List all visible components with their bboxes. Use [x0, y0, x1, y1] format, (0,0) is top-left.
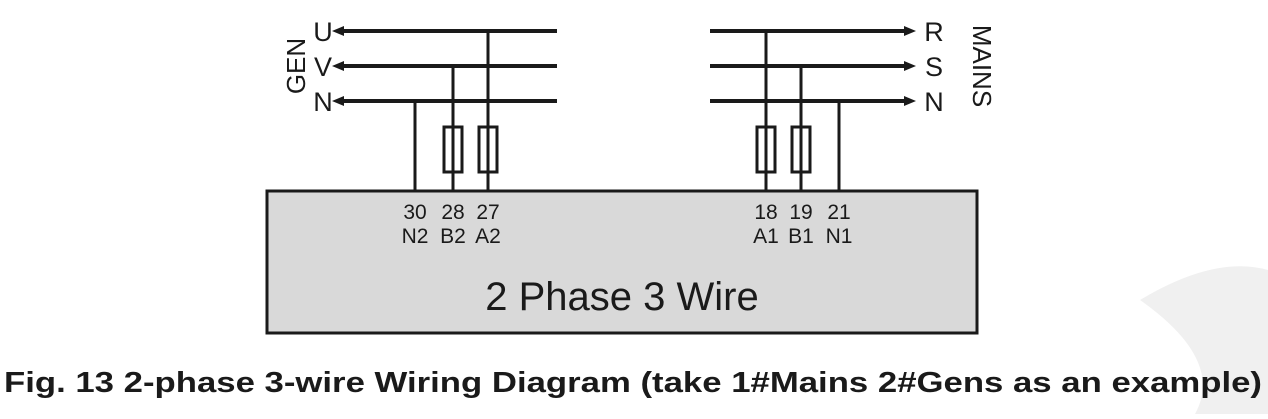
gen-terminal-number-27: 27	[476, 201, 499, 224]
mains-terminal-number-19: 19	[789, 201, 812, 224]
gen-arrow-v	[332, 61, 344, 71]
mains-terminal-name-n1: N1	[826, 225, 853, 248]
mains-arrow-s	[904, 61, 916, 71]
mains-terminal-number-18: 18	[754, 201, 777, 224]
gen-line-label-n: N	[313, 87, 333, 117]
gen-terminal-name-a2: A2	[475, 225, 501, 248]
mains-terminal-name-a1: A1	[753, 225, 779, 248]
mains-arrow-r	[904, 26, 916, 36]
gen-line-label-u: U	[313, 17, 333, 47]
fuse-mains-a1	[755, 125, 777, 174]
fuse-mains-b1	[790, 125, 812, 174]
gen-terminal-name-n2: N2	[402, 225, 429, 248]
mains-terminal-name-b1: B1	[788, 225, 814, 248]
gen-label: GEN	[281, 38, 311, 94]
controller-title: 2 Phase 3 Wire	[485, 275, 758, 319]
gen-terminal-name-b2: B2	[440, 225, 466, 248]
gen-line-label-v: V	[314, 52, 332, 82]
gen-arrow-n	[332, 96, 344, 106]
gen-terminal-number-28: 28	[441, 201, 464, 224]
mains-terminal-number-21: 21	[827, 201, 850, 224]
fuse-gen-a2	[477, 125, 499, 174]
mains-line-label-s: S	[925, 52, 943, 82]
gen-terminal-number-30: 30	[403, 201, 426, 224]
gen-arrow-u	[332, 26, 344, 36]
mains-label: MAINS	[967, 25, 997, 107]
watermark-shape	[1140, 266, 1268, 414]
fuse-gen-b2	[442, 125, 464, 174]
mains-line-label-n: N	[924, 87, 944, 117]
mains-arrow-n	[904, 96, 916, 106]
controller-box	[265, 189, 979, 335]
mains-line-label-r: R	[924, 17, 944, 47]
figure-caption: Fig. 13 2-phase 3-wire Wiring Diagram (t…	[4, 367, 1262, 399]
